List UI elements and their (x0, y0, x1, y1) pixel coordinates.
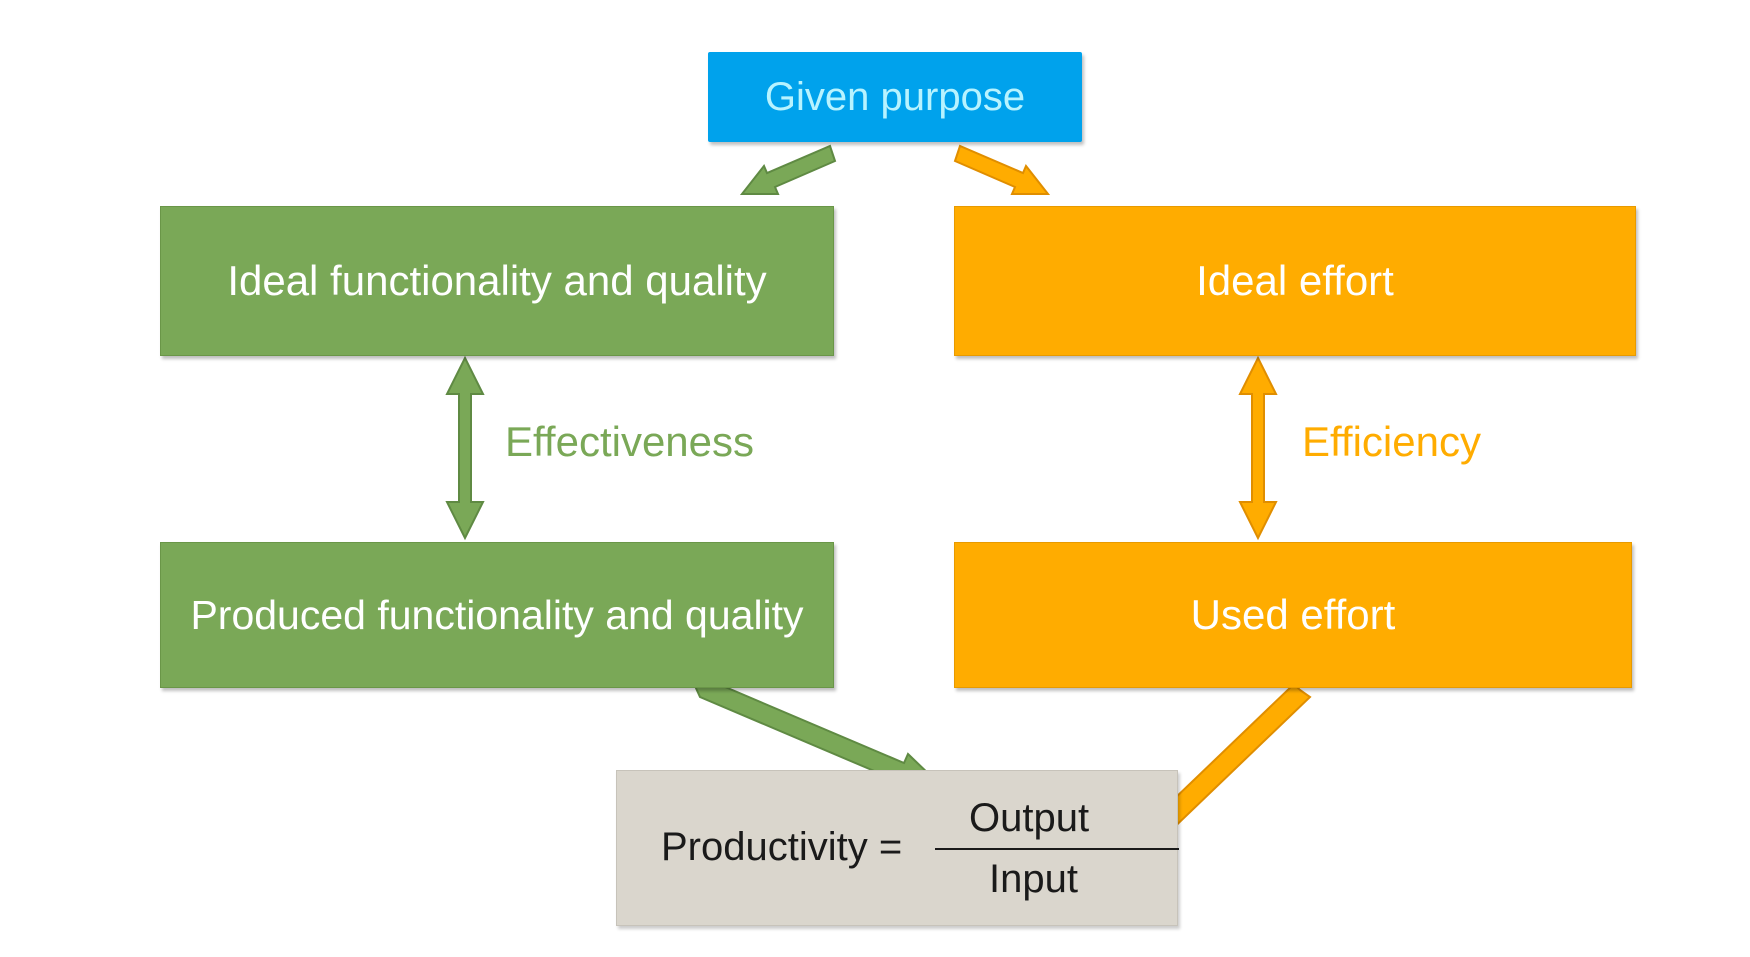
effectiveness-label: Effectiveness (505, 418, 755, 465)
efficiency-double-arrow (1238, 355, 1278, 541)
ideal-functionality-label: Ideal functionality and quality (227, 257, 767, 304)
productivity-formula-box: Productivity = Output Input (616, 770, 1179, 926)
ideal-effort-label: Ideal effort (1196, 257, 1394, 304)
used-effort-box: Used effort (954, 542, 1632, 688)
produced-functionality-label: Produced functionality and quality (190, 591, 804, 638)
effectiveness-double-arrow (445, 355, 485, 541)
given-purpose-box: Given purpose (708, 52, 1082, 142)
fraction-line (935, 848, 1179, 850)
ideal-effort-box: Ideal effort (954, 206, 1636, 356)
efficiency-label: Efficiency (1302, 418, 1481, 465)
ideal-functionality-box: Ideal functionality and quality (160, 206, 834, 356)
arrow-purpose-to-functionality (739, 144, 837, 195)
given-purpose-label: Given purpose (764, 74, 1026, 119)
output-label: Output (969, 796, 1090, 840)
arrow-purpose-to-effort (953, 144, 1051, 195)
produced-functionality-box: Produced functionality and quality (160, 542, 834, 688)
productivity-label: Productivity = (661, 825, 903, 869)
used-effort-label: Used effort (1190, 591, 1396, 638)
input-label: Input (989, 857, 1078, 901)
